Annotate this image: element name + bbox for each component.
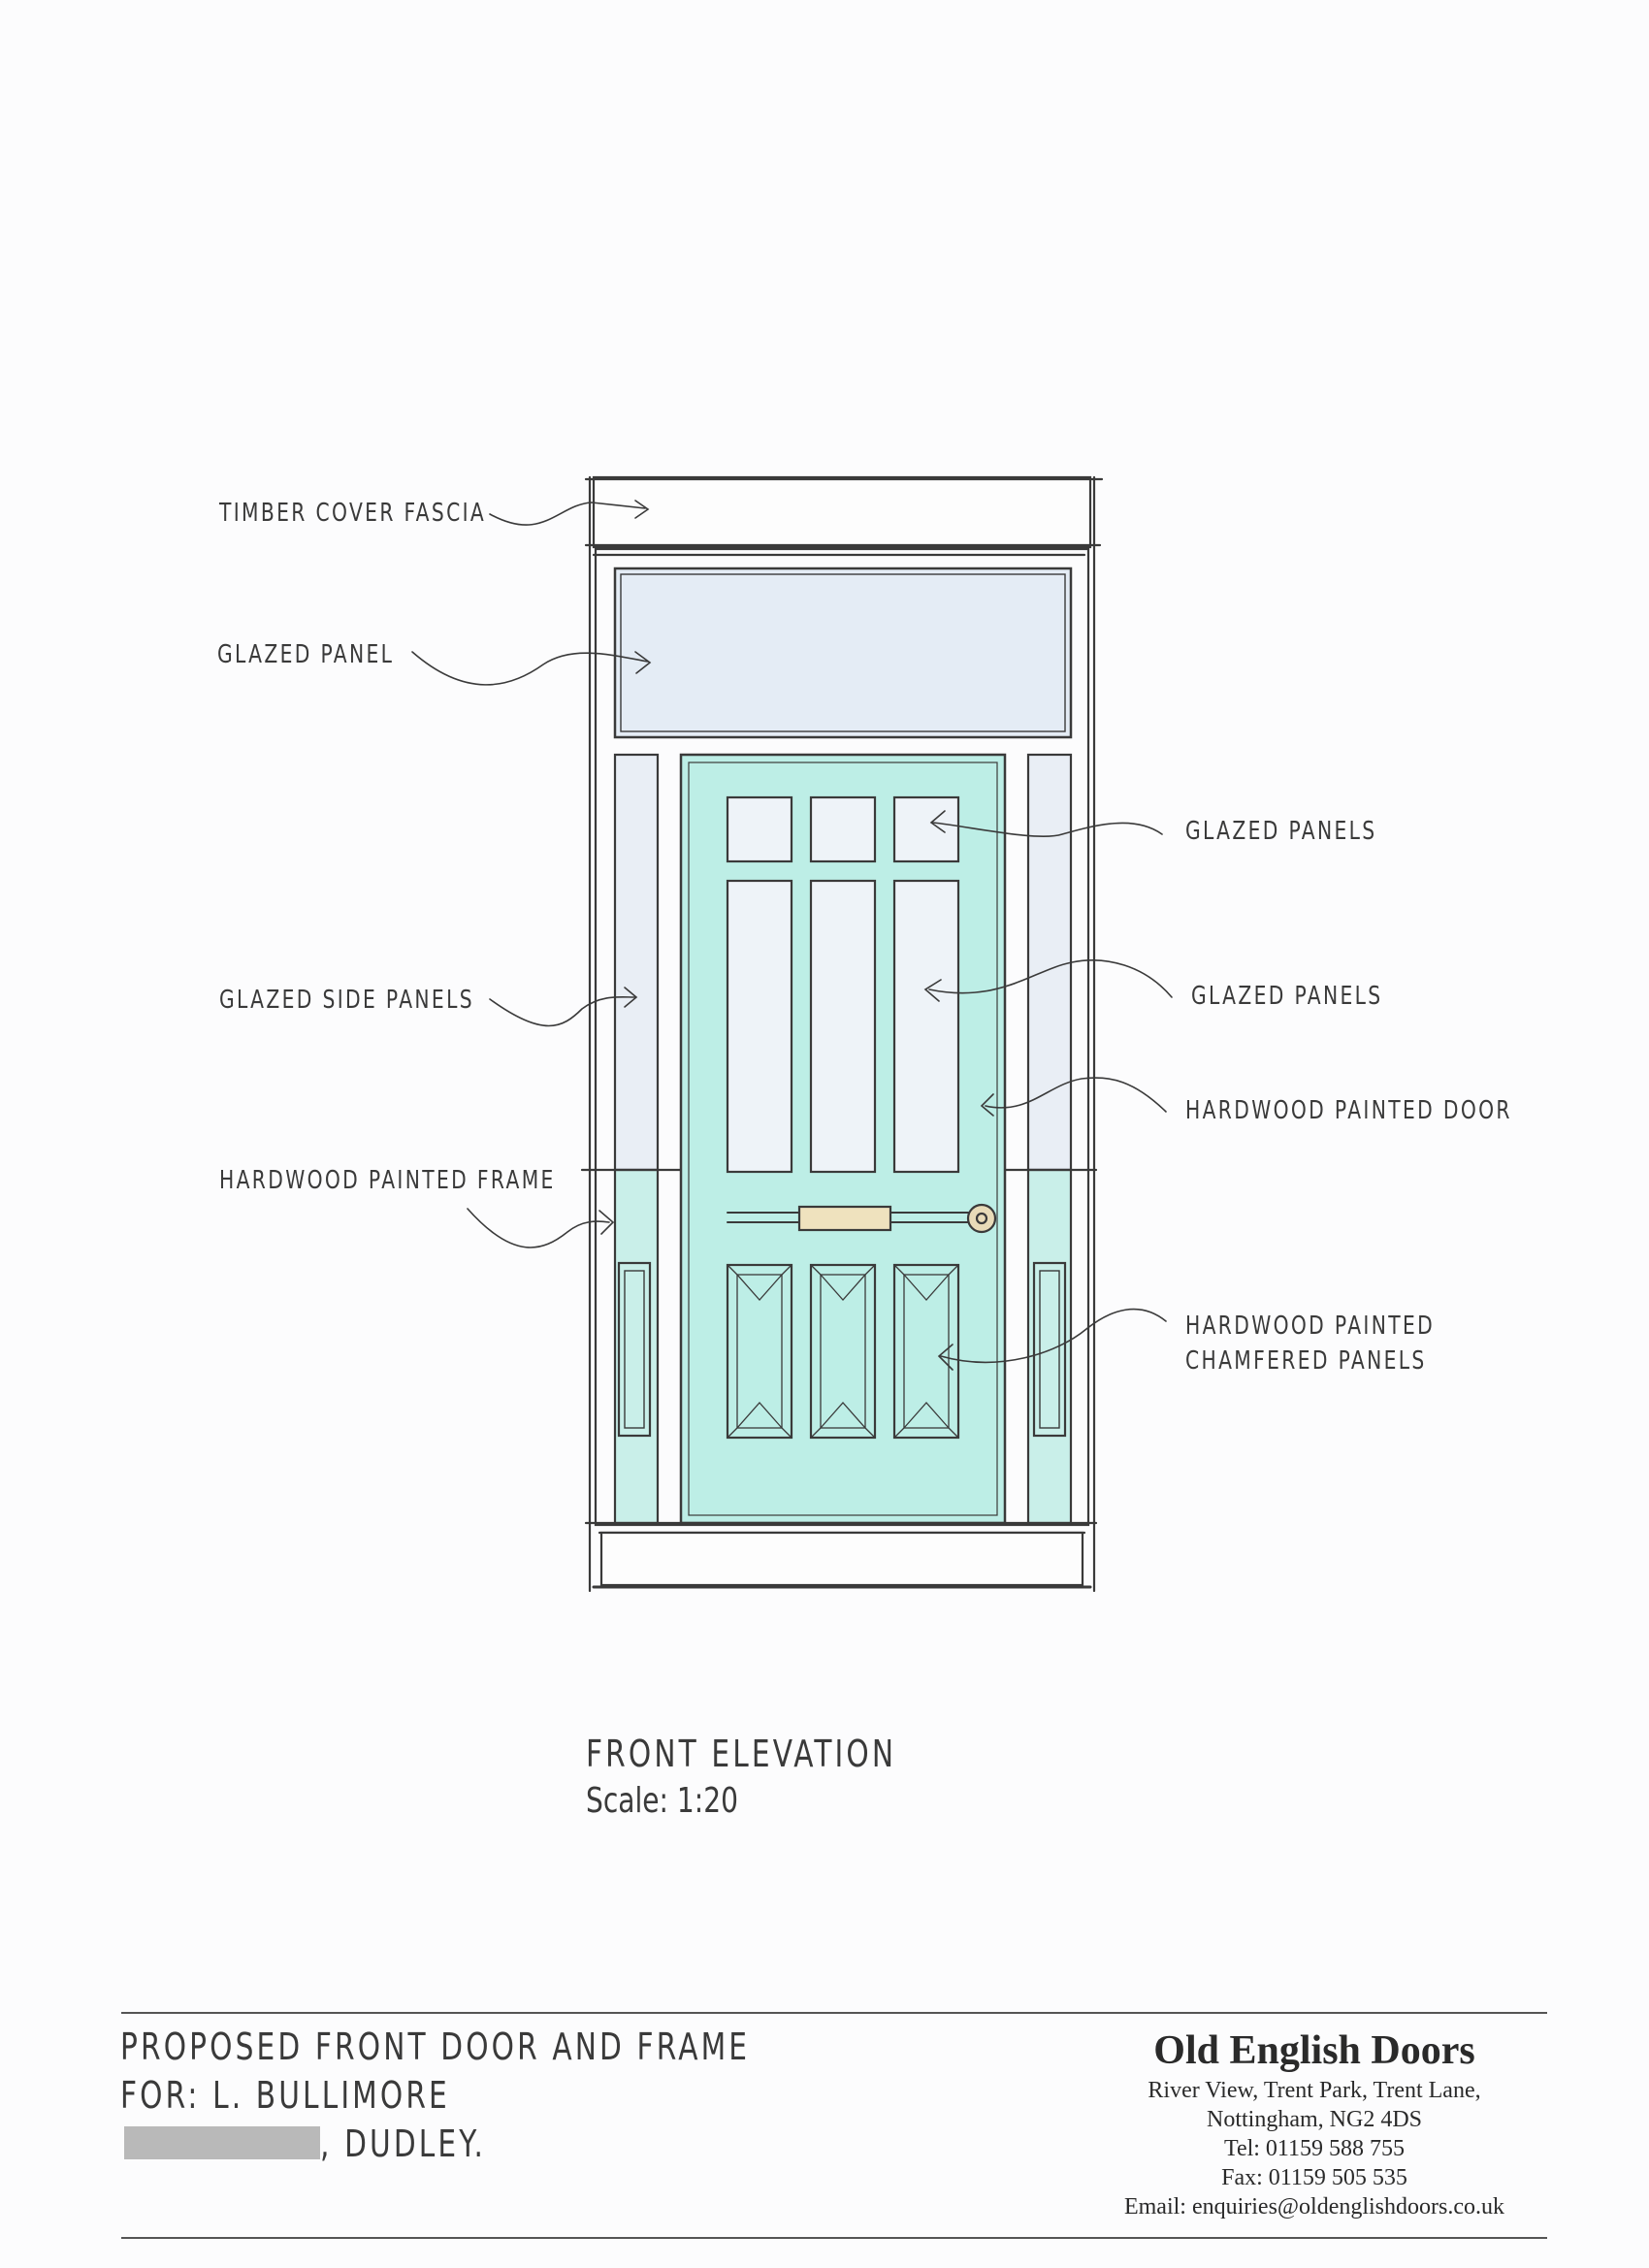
door-knob [966, 1203, 997, 1234]
label-hardwood-painted-frame: HARDWOOD PAINTED FRAME [219, 1166, 556, 1195]
label-timber-cover-fascia: TIMBER COVER FASCIA [219, 499, 487, 528]
company-name: Old English Doors [1153, 2028, 1475, 2073]
title-block-line-2: FOR: L. BULLIMORE [120, 2074, 450, 2117]
label-hardwood-painted-chamfered-2: CHAMFERED PANELS [1185, 1346, 1427, 1376]
company-tel: Tel: 01159 588 755 [1223, 2136, 1406, 2161]
letterplate [797, 1205, 892, 1232]
timber-cover-fascia [592, 475, 1092, 549]
side-panel-lower-left [613, 1168, 660, 1525]
side-panel-lower-right [1026, 1168, 1073, 1525]
label-glazed-side-panels: GLAZED SIDE PANELS [219, 986, 474, 1015]
redacted-address [124, 2126, 320, 2159]
company-email: Email: enquiries@oldenglishdoors.co.uk [1123, 2194, 1505, 2219]
title-block-line-1: PROPOSED FRONT DOOR AND FRAME [120, 2025, 751, 2068]
glazed-side-panel-left [613, 753, 660, 1172]
title-block-top-rule [121, 2012, 1547, 2014]
label-hardwood-painted-chamfered-1: HARDWOOD PAINTED [1185, 1312, 1436, 1341]
threshold-sill [599, 1531, 1084, 1587]
company-fax: Fax: 01159 505 535 [1221, 2165, 1407, 2190]
label-glazed-panels-middle: GLAZED PANELS [1191, 982, 1383, 1011]
company-details: Old English Doors River View, Trent Park… [1067, 2025, 1562, 2221]
label-glazed-panel: GLAZED PANEL [217, 640, 395, 669]
company-address-2: Nottingham, NG2 4DS [1207, 2107, 1422, 2132]
glazed-panels-middle [726, 879, 960, 1174]
glazed-panels-upper [726, 795, 960, 863]
title-block-line-3: , DUDLEY. [320, 2122, 487, 2165]
label-hardwood-painted-door: HARDWOOD PAINTED DOOR [1185, 1096, 1512, 1125]
hardwood-painted-frame [594, 547, 1090, 1527]
drawing-title: FRONT ELEVATION [586, 1733, 897, 1775]
drawing-scale: Scale: 1:20 [586, 1781, 738, 1821]
label-glazed-panels-upper: GLAZED PANELS [1185, 817, 1377, 846]
chamfered-panels [726, 1263, 960, 1440]
title-block-bottom-rule [121, 2237, 1547, 2239]
leader-lines [411, 500, 1173, 1371]
glazed-panel [613, 567, 1073, 739]
glazed-side-panel-right [1026, 753, 1073, 1172]
company-address-1: River View, Trent Park, Trent Lane, [1148, 2078, 1481, 2103]
